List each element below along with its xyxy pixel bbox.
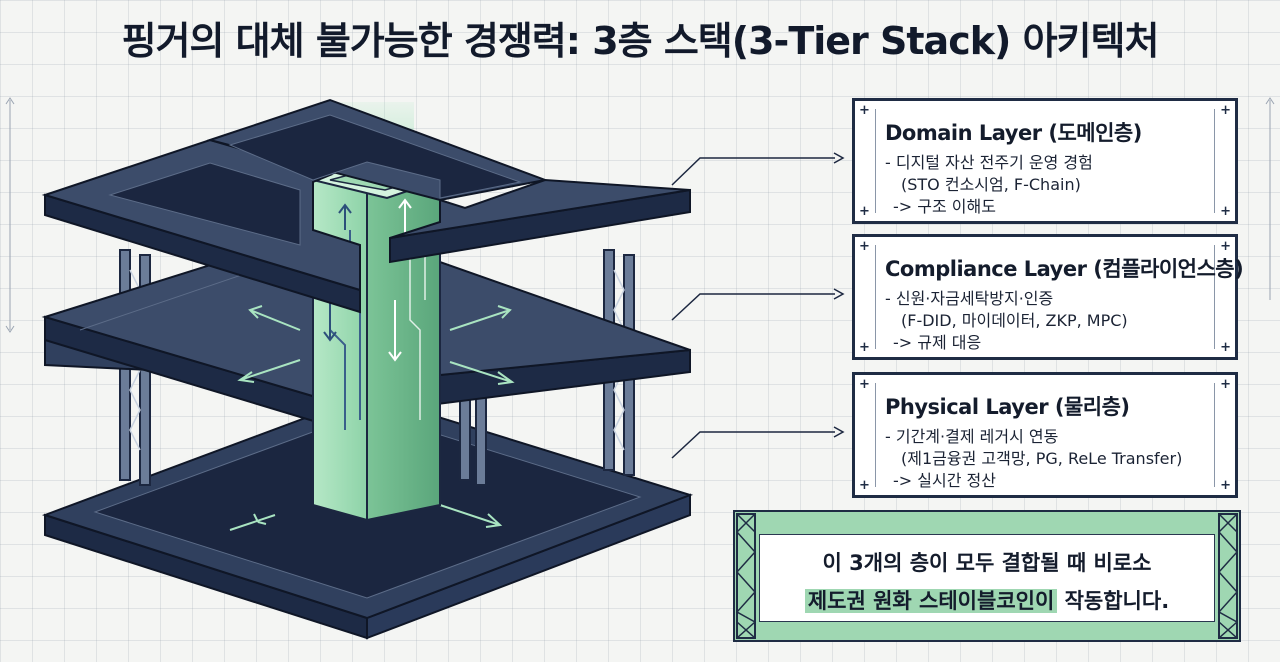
truss-left — [735, 513, 757, 639]
summary-line-1: 이 3개의 층이 모두 결합될 때 비로소 — [822, 551, 1152, 575]
layer-line: -> 구조 이해도 — [893, 197, 996, 216]
corner-plus-icon: + — [859, 103, 870, 118]
physical-layer-box: + + + + Physical Layer (물리층) - 기간계·결제 레거… — [852, 372, 1238, 498]
truss-right — [1217, 513, 1239, 639]
corner-plus-icon: + — [1220, 377, 1231, 392]
corner-plus-icon: + — [859, 239, 870, 254]
compliance-layer-box: + + + + Compliance Layer (컴플라이언스층) - 신원·… — [852, 234, 1244, 360]
summary-line-2: 제도권 원화 스테이블코인이 작동합니다. — [760, 585, 1214, 615]
compliance-layer-platform — [41, 238, 691, 437]
corner-plus-icon: + — [859, 377, 870, 392]
layer-line: - 신원·자금세탁방지·인증 — [885, 289, 1054, 308]
layer-line: -> 규제 대응 — [893, 333, 982, 352]
layer-title: Compliance Layer (컴플라이언스층) — [885, 257, 1244, 281]
layer-line: - 디지털 자산 전주기 운영 경험 — [885, 153, 1093, 172]
layer-line: (STO 컨소시엄, F-Chain) — [901, 175, 1081, 194]
corner-plus-icon: + — [1220, 340, 1231, 355]
corner-plus-icon: + — [1220, 204, 1231, 219]
corner-plus-icon: + — [1220, 478, 1231, 493]
central-pillar — [309, 160, 444, 522]
layer-title: Domain Layer (도메인층) — [885, 121, 1142, 145]
layer-title: Physical Layer (물리층) — [885, 395, 1130, 419]
corner-plus-icon: + — [1220, 103, 1231, 118]
summary-line-2-rest: 작동합니다. — [1057, 589, 1170, 613]
domain-layer-platform — [41, 98, 691, 314]
corner-plus-icon: + — [859, 340, 870, 355]
layer-line: (F-DID, 마이데이터, ZKP, MPC) — [901, 311, 1128, 330]
summary-highlight: 제도권 원화 스테이블코인이 — [804, 589, 1058, 613]
corner-plus-icon: + — [1220, 239, 1231, 254]
layer-line: -> 실시간 정산 — [893, 471, 996, 490]
summary-banner: 이 3개의 층이 모두 결합될 때 비로소 제도권 원화 스테이블코인이 작동합… — [733, 510, 1241, 642]
page-title: 핑거의 대체 불가능한 경쟁력: 3층 스택(3-Tier Stack) 아키텍… — [121, 19, 1160, 63]
layer-line: - 기간계·결제 레거시 연동 — [885, 427, 1059, 446]
layer-line: (제1금융권 고객망, PG, ReLe Transfer) — [901, 449, 1183, 468]
connector-lines — [671, 152, 845, 459]
corner-plus-icon: + — [859, 204, 870, 219]
corner-plus-icon: + — [859, 478, 870, 493]
domain-layer-box: + + + + Domain Layer (도메인층) - 디지털 자산 전주기… — [852, 98, 1238, 224]
